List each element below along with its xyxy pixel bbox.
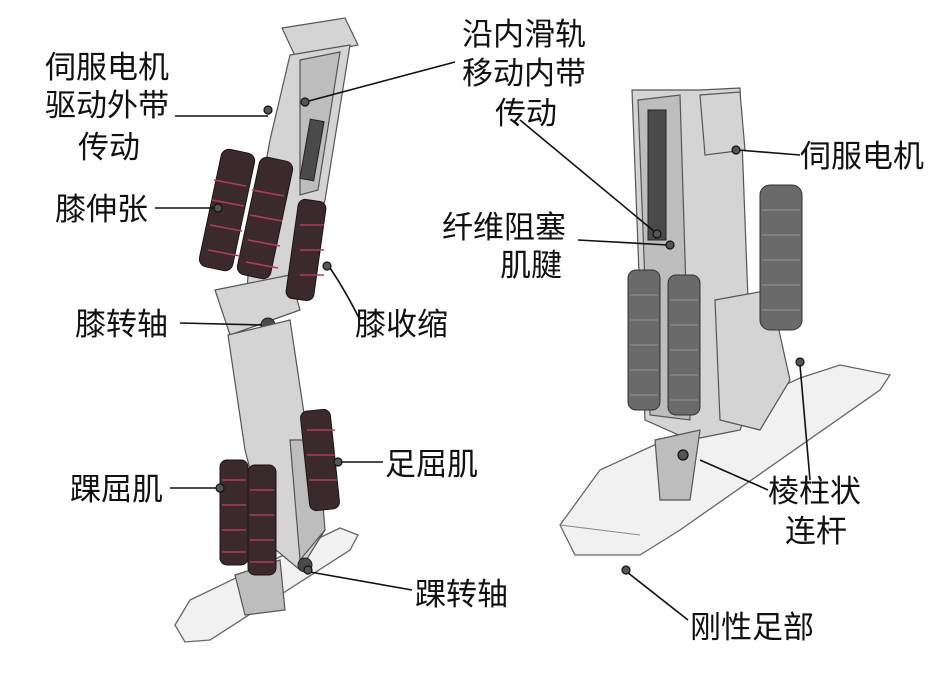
right-front-springs bbox=[627, 269, 701, 416]
label-inner-rail-line3: 传动 bbox=[495, 96, 557, 132]
label-servo-outer-belt-line2: 驱动外带 bbox=[45, 88, 169, 124]
label-ankle-axis: 踝转轴 bbox=[415, 577, 508, 613]
label-servo-outer-belt-line1: 伺服电机 bbox=[45, 50, 169, 86]
label-fiber-tendon-line1: 纤维阻塞 bbox=[442, 210, 566, 246]
label-right-servo: 伺服电机 bbox=[800, 139, 924, 175]
label-inner-rail-line2: 移动内带 bbox=[462, 56, 586, 92]
label-servo-outer-belt-line3: 传动 bbox=[78, 130, 140, 166]
label-knee-extension: 膝伸张 bbox=[55, 192, 148, 228]
label-foot-flexor: 足屈肌 bbox=[385, 447, 478, 483]
label-knee-axis: 膝转轴 bbox=[75, 307, 168, 343]
right-leg-illustration bbox=[559, 87, 892, 556]
right-rear-spring bbox=[759, 184, 803, 331]
ankle-flexor-spring bbox=[219, 459, 277, 576]
leader-lines bbox=[155, 61, 811, 621]
foot-flexor-spring bbox=[300, 408, 340, 512]
label-prismatic-link-line1: 棱柱状 bbox=[768, 474, 861, 510]
left-knee-joint bbox=[214, 274, 301, 336]
label-ankle-flexor: 踝屈肌 bbox=[70, 472, 163, 508]
label-prismatic-link-line2: 连杆 bbox=[785, 514, 847, 550]
label-fiber-tendon-line2: 肌腱 bbox=[500, 248, 562, 284]
label-inner-rail-line1: 沿内滑轨 bbox=[462, 17, 586, 53]
label-rigid-foot: 刚性足部 bbox=[690, 610, 814, 646]
label-knee-contraction: 膝收缩 bbox=[355, 307, 448, 343]
